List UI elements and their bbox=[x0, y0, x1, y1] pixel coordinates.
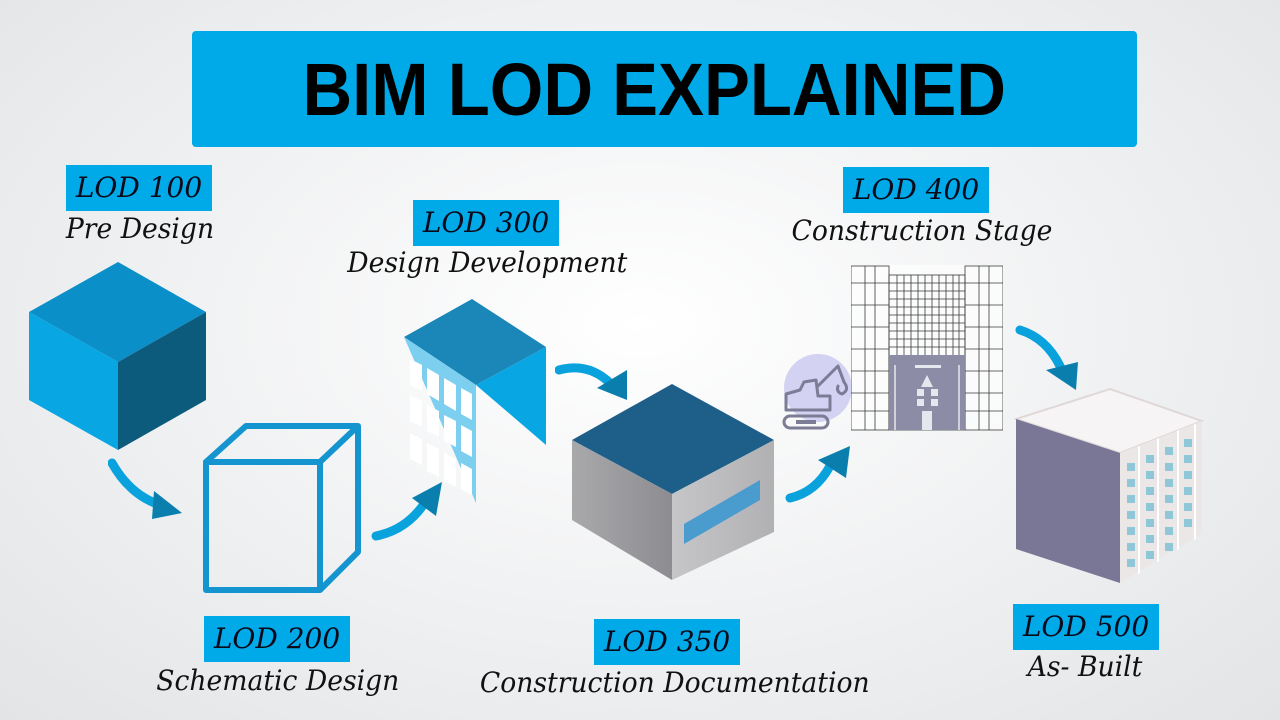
arrow-icon bbox=[1015, 325, 1078, 390]
detailed-block-icon bbox=[572, 384, 774, 580]
lod-100-badge: LOD 100 bbox=[66, 165, 212, 211]
lod-300-badge: LOD 300 bbox=[413, 200, 559, 246]
lod-500-caption: As- Built bbox=[1027, 650, 1143, 683]
arrow-icon bbox=[785, 446, 850, 503]
building-with-windows-icon bbox=[404, 299, 546, 503]
lod-400-badge: LOD 400 bbox=[843, 167, 989, 213]
lod-400-caption: Construction Stage bbox=[791, 214, 1053, 247]
arrow-icon bbox=[371, 482, 442, 541]
page-title: BIM LOD EXPLAINED bbox=[302, 47, 1007, 131]
lod-350-caption: Construction Documentation bbox=[479, 666, 870, 699]
lod-350-badge: LOD 350 bbox=[594, 619, 740, 665]
facade-elevation-icon bbox=[851, 265, 1003, 431]
finished-building-icon bbox=[1014, 387, 1204, 583]
lod-100-caption: Pre Design bbox=[65, 212, 215, 245]
lod-200-badge: LOD 200 bbox=[204, 616, 350, 662]
title-banner: BIM LOD EXPLAINED bbox=[192, 31, 1137, 147]
excavator-icon bbox=[782, 354, 852, 430]
arrow-icon bbox=[555, 363, 627, 400]
lod-200-caption: Schematic Design bbox=[156, 664, 400, 697]
lod-300-caption: Design Development bbox=[347, 246, 628, 279]
lod-500-badge: LOD 500 bbox=[1013, 604, 1159, 650]
solid-cube-icon bbox=[29, 262, 206, 450]
arrow-icon bbox=[108, 458, 182, 519]
wireframe-cube-icon bbox=[203, 423, 361, 593]
